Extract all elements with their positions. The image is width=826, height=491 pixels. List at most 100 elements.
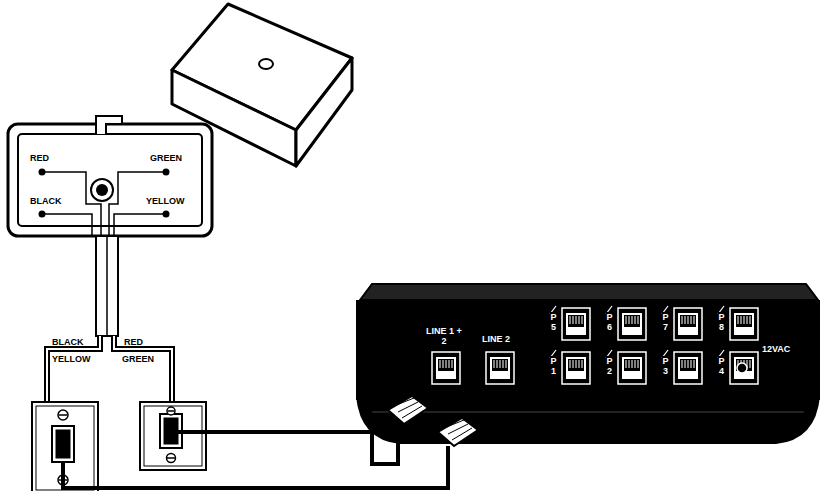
port-label: LINE 1 + 2 [426, 326, 462, 346]
cable [47, 236, 172, 402]
jack-port [562, 308, 590, 340]
jack-port [741, 316, 742, 324]
plugs [388, 396, 478, 446]
jack-port [635, 316, 636, 324]
jack-port [680, 359, 696, 371]
jack-port [632, 360, 633, 368]
jack-port [747, 316, 748, 324]
jack-port [694, 360, 695, 368]
jack-port [506, 360, 507, 368]
jack-port [678, 313, 698, 335]
jack-port [624, 315, 640, 327]
jack-port [573, 316, 574, 324]
phone-system-unit [356, 284, 820, 444]
jack-port [618, 308, 646, 340]
jack-port [436, 357, 456, 379]
jack-port [688, 360, 689, 368]
jack-port [486, 352, 514, 384]
jack-port [449, 360, 450, 368]
jack-port [624, 359, 640, 371]
wire-color-label: RED [124, 337, 143, 347]
jack-port [568, 359, 584, 371]
jack-port [638, 360, 639, 368]
jack-port [734, 313, 754, 335]
jack-port [452, 360, 453, 368]
jack-port [582, 360, 583, 368]
wire-color-label: RED [30, 153, 49, 163]
jack-port [570, 360, 571, 368]
wire-color-label: YELLOW [52, 354, 91, 364]
wire-color-label: BLACK [30, 196, 62, 206]
jack-port [579, 316, 580, 324]
jack-port [438, 359, 454, 371]
jack-port [682, 316, 683, 324]
port-label: P 8 [718, 312, 725, 332]
jack-port [570, 316, 571, 324]
jack-port [492, 359, 508, 371]
jack-port [738, 316, 739, 324]
jack-port [446, 360, 447, 368]
jack-port [432, 352, 460, 384]
jack-port [638, 316, 639, 324]
jack-port [494, 360, 495, 368]
port-label: 12VAC [762, 344, 790, 354]
jack-port [622, 357, 642, 379]
jack-port [622, 313, 642, 335]
port-label: P 5 [550, 312, 557, 332]
jack-port [694, 316, 695, 324]
port-label: P 1 [550, 356, 557, 376]
jack-port [674, 352, 702, 384]
port-label: P 7 [662, 312, 669, 332]
jack-port [626, 360, 627, 368]
jack-port [573, 360, 574, 368]
jack-port [576, 316, 577, 324]
jack-port [618, 352, 646, 384]
jack-port [730, 352, 758, 384]
port-label: P 2 [606, 356, 613, 376]
jack-port [678, 357, 698, 379]
jack-port [691, 316, 692, 324]
jack-port [635, 360, 636, 368]
jack-port [682, 360, 683, 368]
wire-color-label: GREEN [150, 153, 182, 163]
wall-jacks [32, 402, 206, 491]
jack-port [566, 313, 586, 335]
jack-port [750, 360, 751, 368]
port-label: P 4 [718, 356, 725, 376]
jack-port [685, 360, 686, 368]
jack-port [680, 315, 696, 327]
jack-port [730, 308, 758, 340]
jack-port [582, 316, 583, 324]
jack-port [688, 316, 689, 324]
jack-port [744, 316, 745, 324]
jack-port [626, 316, 627, 324]
port-marks [550, 306, 724, 358]
jack-port [736, 315, 752, 327]
jack-port [576, 360, 577, 368]
jack-port [503, 360, 504, 368]
port-label: P 6 [606, 312, 613, 332]
jack-port [750, 316, 751, 324]
jack-port [490, 357, 510, 379]
wire-color-label: BLACK [52, 337, 84, 347]
wire-color-label: GREEN [122, 354, 154, 364]
jack-port [629, 360, 630, 368]
jack-port [685, 316, 686, 324]
jack-port [579, 360, 580, 368]
junction-plate [8, 116, 212, 236]
jack-port [734, 357, 754, 379]
jack-port [443, 360, 444, 368]
jack-port [440, 360, 441, 368]
jack-port [568, 315, 584, 327]
jack-port [674, 308, 702, 340]
jack-port [500, 360, 501, 368]
jack-port [562, 352, 590, 384]
jack-port [629, 316, 630, 324]
jack-port [632, 316, 633, 324]
jack-port [497, 360, 498, 368]
wire-color-label: YELLOW [146, 196, 185, 206]
ports [432, 308, 758, 384]
jack-port [691, 360, 692, 368]
